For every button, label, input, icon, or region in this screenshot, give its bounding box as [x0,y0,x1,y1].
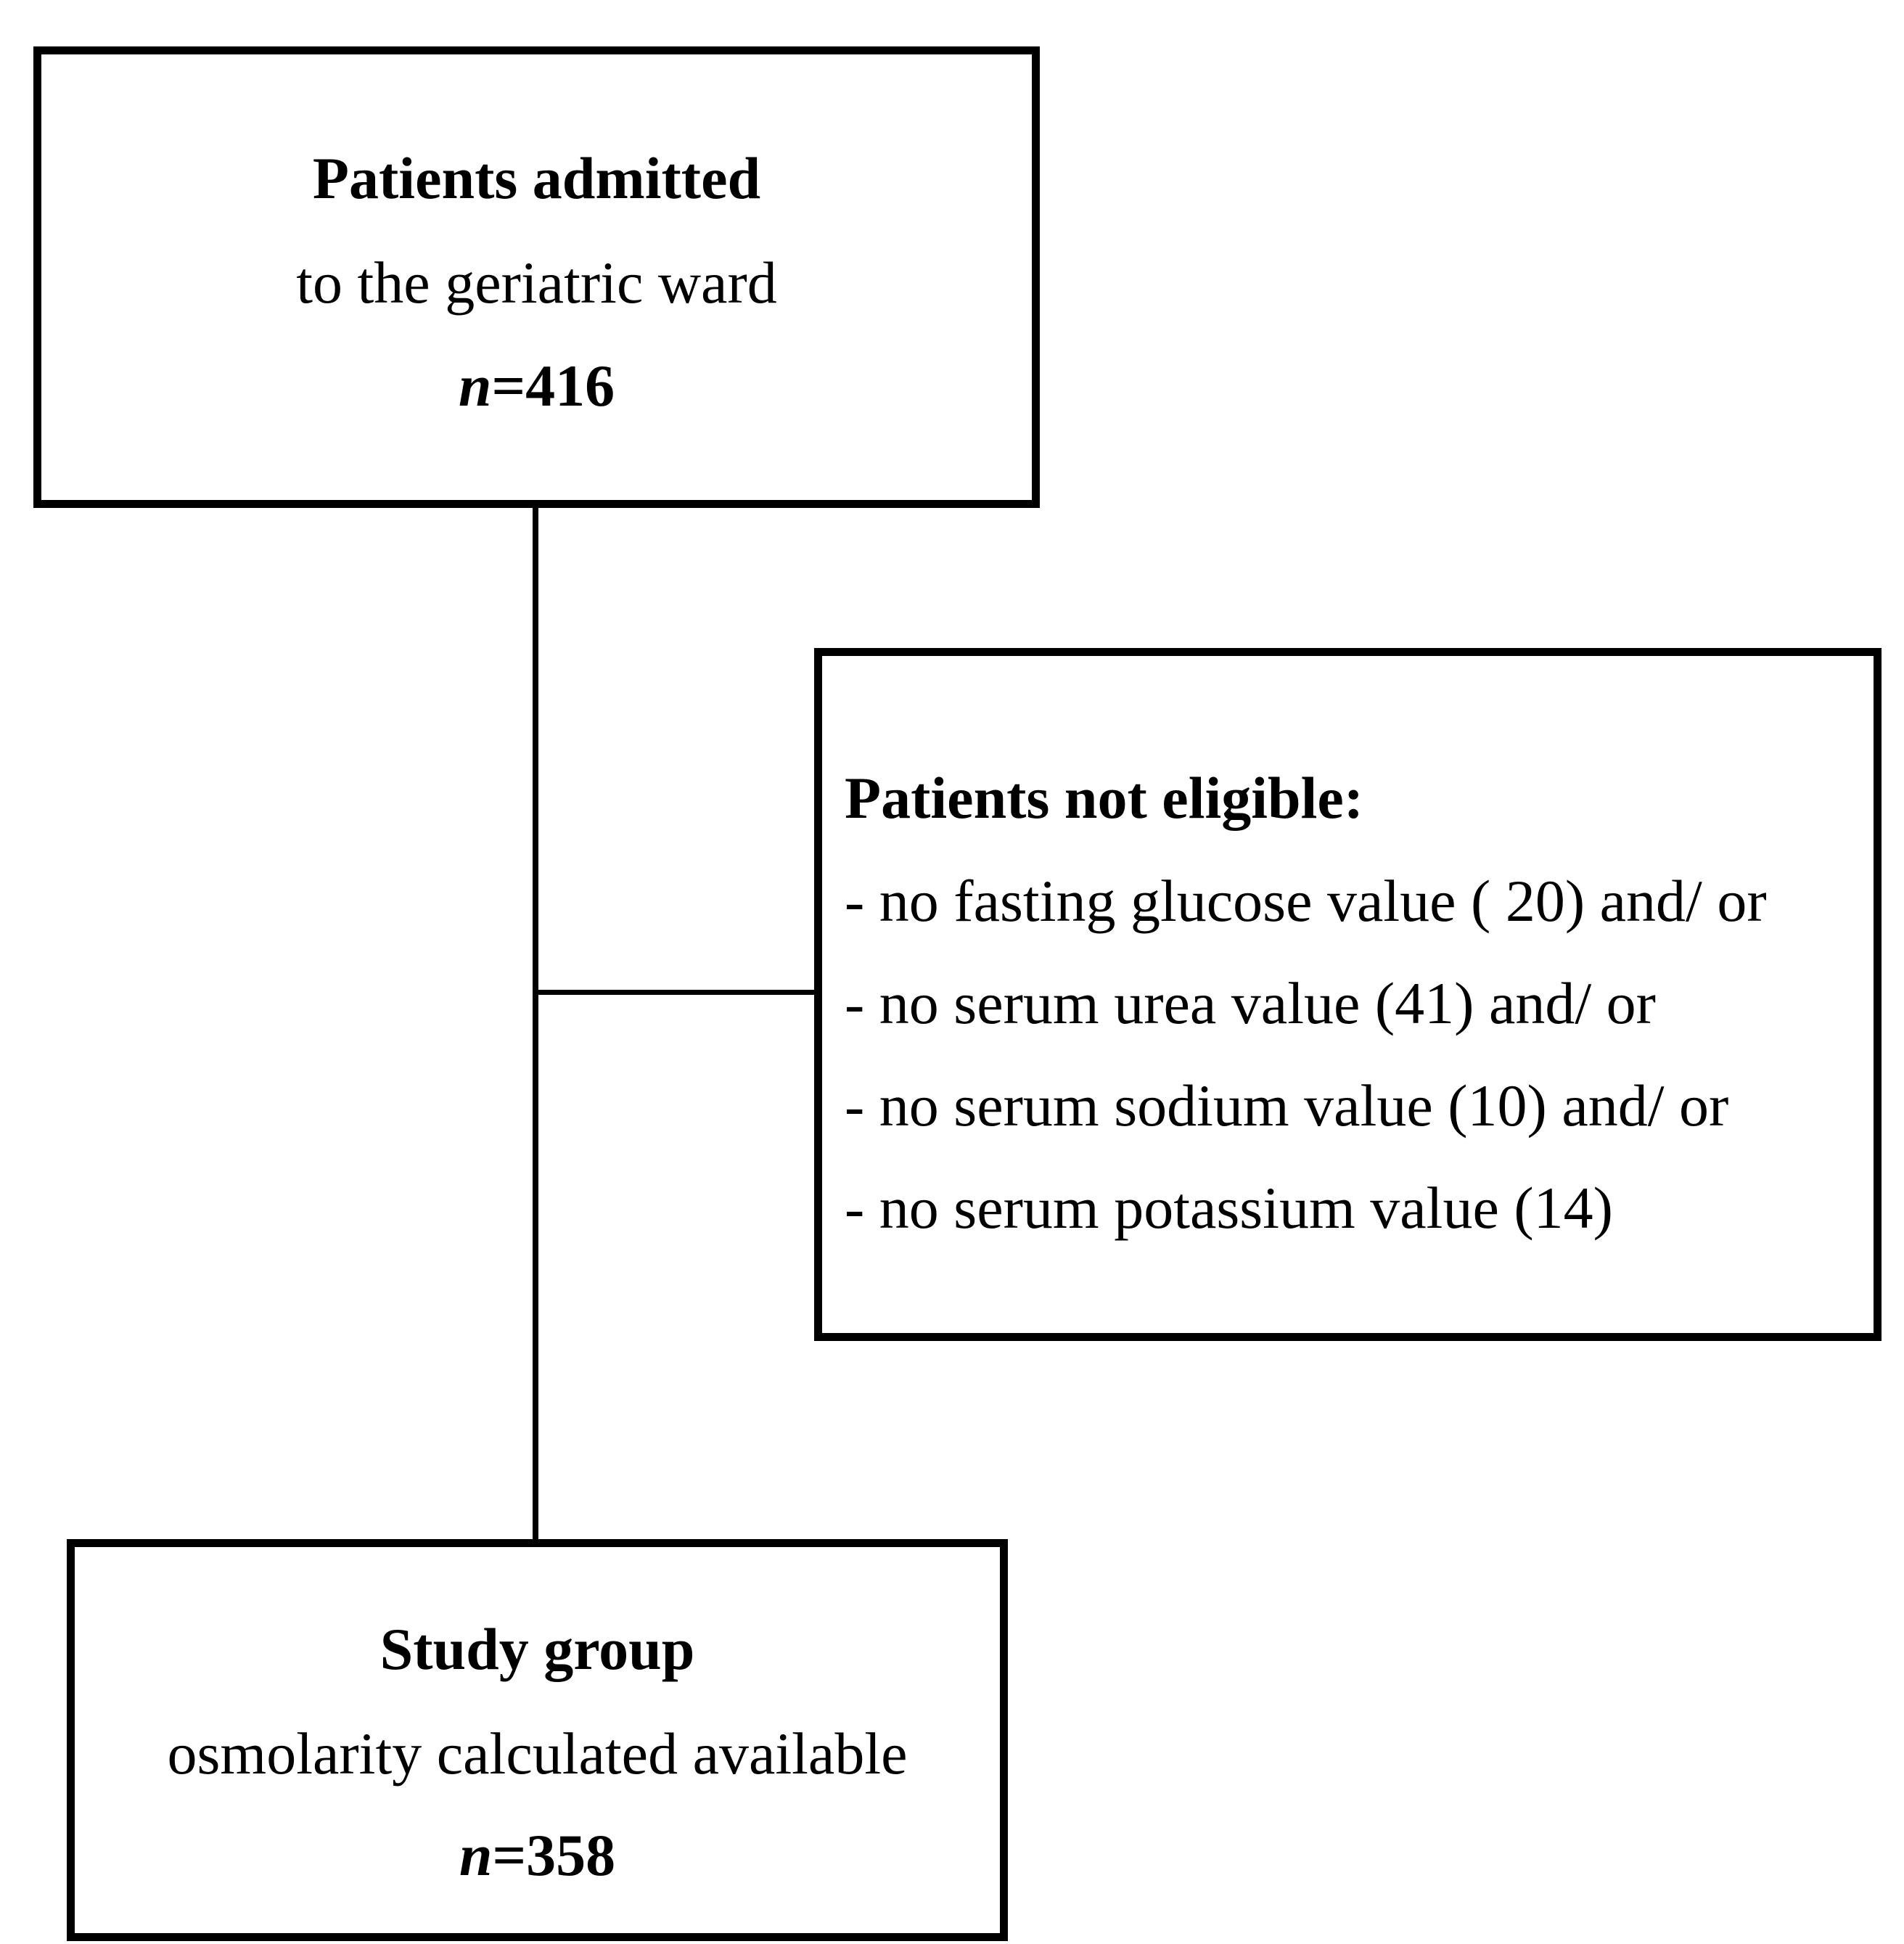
admitted-title: Patients admitted [312,145,761,211]
not-eligible-box: Patients not eligible: - no fasting gluc… [814,648,1882,1341]
admitted-count-n: n [458,353,492,419]
admitted-count-value: =416 [491,353,615,419]
study-group-count: n=358 [75,1826,1000,1885]
exclusion-item-sodium: - no serum sodium value (10) and/ or [845,1073,1729,1139]
study-group-count-value: =358 [492,1822,616,1888]
study-group-count-n: n [459,1822,493,1888]
connector-vertical [533,506,538,1541]
exclusion-item-urea: - no serum urea value (41) and/ or [845,970,1656,1036]
exclusion-item-glucose: - no fasting glucose value ( 20) and/ or [845,868,1767,934]
study-group-subtitle: osmolarity calculated available [167,1721,908,1787]
exclusion-item-potassium: - no serum potassium value (14) [845,1175,1613,1241]
admitted-count: n=416 [41,356,1032,416]
study-group-box: Study group osmolarity calculated availa… [67,1539,1008,1941]
connector-branch-exclusion [536,990,816,995]
not-eligible-title: Patients not eligible: [845,765,1364,831]
study-group-title: Study group [379,1616,695,1682]
admitted-patients-box: Patients admitted to the geriatric ward … [33,46,1040,508]
admitted-subtitle: to the geriatric ward [296,250,777,316]
